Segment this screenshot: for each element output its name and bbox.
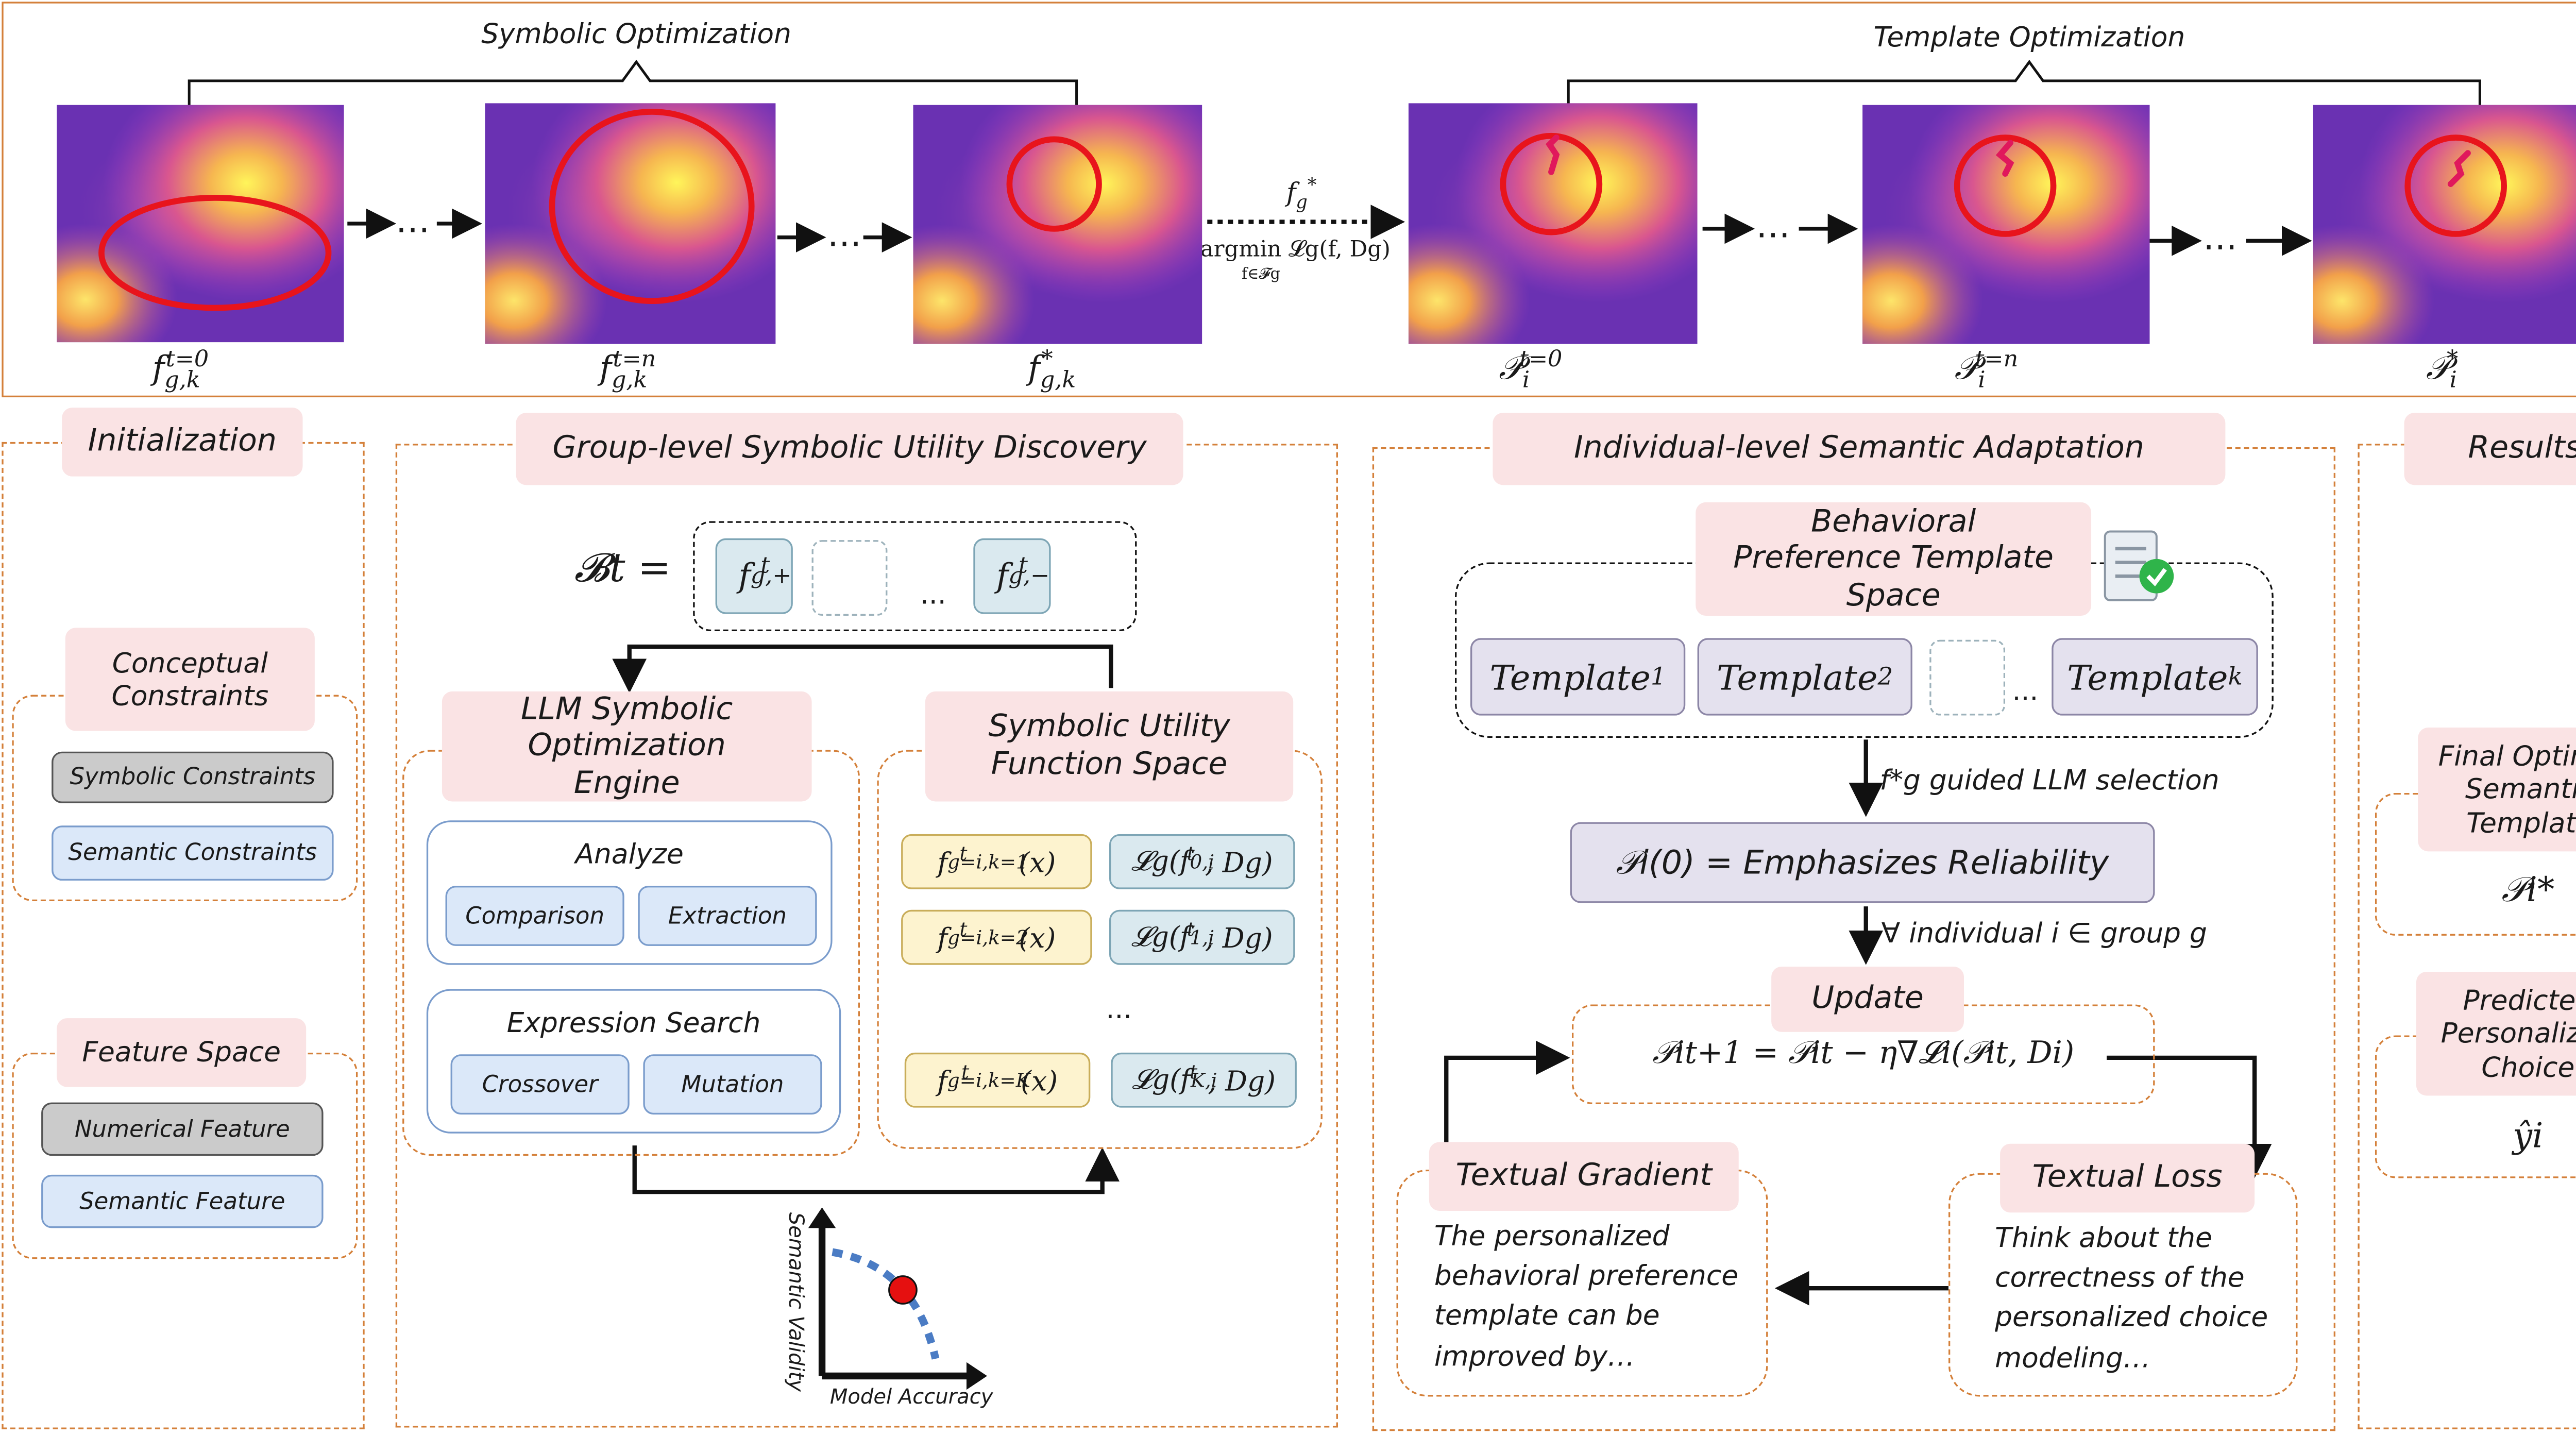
- panel-label-4: 𝒫it=0: [1499, 347, 1563, 394]
- update-title: Update: [1771, 966, 1964, 1032]
- pred-symbol: ŷi: [2513, 1115, 2544, 1156]
- optimization-path: [1995, 140, 2014, 177]
- gradient-title: Textual Gradient: [1429, 1142, 1739, 1211]
- update-equation: 𝒫it+1 = 𝒫it − η∇𝓛i(𝒫it, Di): [1652, 1035, 2075, 1072]
- conceptual-title: Conceptual Constraints: [65, 628, 315, 731]
- final-title: Final Optimal Semantic Template: [2418, 727, 2576, 852]
- panel-label-2: fg,kt=n: [599, 347, 656, 394]
- heatmap-panel-5: [1862, 105, 2150, 344]
- group-title: Group-level Symbolic Utility Discovery: [516, 413, 1183, 485]
- mutation-pill: Mutation: [643, 1054, 822, 1115]
- extraction-pill: Extraction: [638, 886, 817, 946]
- loss-text: Think about the correctness of the perso…: [1995, 1221, 2268, 1374]
- semantic-feature: Semantic Feature: [41, 1174, 324, 1228]
- heatmap-panel-3: [913, 105, 1202, 344]
- heatmap-panel-4: [1408, 103, 1698, 344]
- heatmap-panel-2: [485, 103, 776, 344]
- crossover-pill: Crossover: [450, 1054, 630, 1115]
- panel-label-3: fg,k*: [1028, 347, 1076, 394]
- panel-label-5: 𝒫it=n: [1954, 347, 2019, 394]
- symbolic-constraints: Symbolic Constraints: [52, 751, 334, 803]
- gradient-text: The personalized behavioral preference t…: [1434, 1219, 1739, 1372]
- template-dots: ...: [2012, 674, 2039, 707]
- search-region-ellipse: [1954, 134, 2057, 237]
- results-title: Results: [2404, 413, 2576, 485]
- template-space-title: Behavioral Preference Template Space: [1696, 502, 2092, 616]
- top-braces-arrows: [188, 59, 2481, 256]
- fstar-label: fg*: [1286, 175, 1317, 213]
- search-region-ellipse: [98, 195, 332, 311]
- bt-empty-slot: [811, 540, 888, 616]
- heatmap-panel-6: [2313, 105, 2576, 344]
- panel-label-6: 𝒫i*: [2426, 347, 2459, 394]
- argmin-label: argmin 𝓛g(f, Dg)f∈𝓕g: [1200, 237, 1391, 284]
- numerical-feature: Numerical Feature: [41, 1102, 324, 1156]
- pareto-plot: [808, 1207, 988, 1390]
- x-axis-label: Model Accuracy: [829, 1385, 993, 1409]
- top-frame: [2, 2, 2576, 398]
- results-frame: [2358, 444, 2576, 1429]
- engine-title: LLM Symbolic Optimization Engine: [442, 691, 812, 802]
- search-region-ellipse: [1006, 136, 1102, 232]
- semantic-constraints: Semantic Constraints: [52, 825, 334, 881]
- p0-box: 𝒫i(0) = Emphasizes Reliability: [1570, 822, 2155, 903]
- space-title: Symbolic Utility Function Space: [925, 691, 1294, 802]
- ellipsis-3: …: [1756, 205, 1790, 246]
- ellipsis-4: …: [2202, 216, 2238, 258]
- heatmap-panel-1: [57, 105, 344, 343]
- forall-label: ∀ individual i ∈ group g: [1881, 917, 2207, 950]
- expression-label: Expression Search: [506, 1006, 761, 1039]
- bt-label: 𝓑t =: [574, 547, 671, 592]
- expression-box: [426, 989, 841, 1134]
- template-title: Template Optimization: [1873, 21, 2185, 54]
- symbolic-title: Symbolic Optimization: [481, 17, 791, 50]
- search-region-ellipse: [549, 109, 755, 304]
- analyze-label: Analyze: [575, 837, 684, 871]
- optimization-path: [2447, 150, 2471, 188]
- feature-space-title: Feature Space: [57, 1018, 307, 1087]
- search-region-ellipse: [2404, 134, 2507, 237]
- pred-title: Predicted Personalized Choice: [2416, 971, 2576, 1096]
- guided-label: f*g guided LLM selection: [1879, 764, 2219, 797]
- bt-dashed-box: [693, 521, 1137, 632]
- checklist-icon: [2104, 530, 2174, 601]
- template-empty-slot: [1929, 639, 2006, 716]
- init-title: Initialization: [62, 408, 303, 477]
- indiv-title: Individual-level Semantic Adaptation: [1493, 413, 2226, 485]
- space-dots: ...: [1106, 992, 1132, 1025]
- ellipsis-2: …: [827, 213, 862, 255]
- ellipsis-1: …: [395, 199, 430, 241]
- final-symbol: 𝒫i*: [2501, 868, 2555, 910]
- bt-dots: ...: [920, 578, 946, 611]
- optimization-path: [1546, 134, 1560, 175]
- panel-label-1: fg,kt=0: [152, 347, 209, 394]
- search-region-ellipse: [1500, 132, 1603, 235]
- analyze-box: [426, 820, 833, 965]
- comparison-pill: Comparison: [445, 886, 624, 946]
- loss-title: Textual Loss: [2000, 1143, 2255, 1213]
